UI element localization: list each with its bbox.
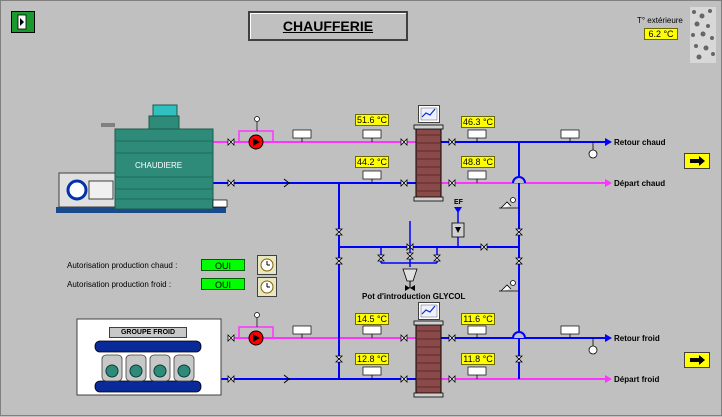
auth-chaud-status: OUI — [201, 259, 245, 271]
temp-cold-secondary-return: 11.6 °C — [461, 313, 495, 325]
stone-texture-icon — [690, 7, 716, 63]
temp-cold-secondary-supply: 11.8 °C — [461, 353, 495, 365]
temp-hot-primary-return: 44.2 °C — [355, 156, 389, 168]
exit-icon — [17, 14, 27, 30]
pump-icon — [248, 134, 264, 150]
cold-exchanger — [413, 320, 444, 398]
temp-hot-primary-out: 51.6 °C — [355, 114, 389, 126]
retour-froid-label: Retour froid — [614, 334, 660, 343]
schedule-froid-button[interactable] — [257, 277, 277, 297]
depart-chaud-label: Départ chaud — [614, 179, 666, 188]
arrow-right-icon — [690, 355, 705, 365]
schedule-chaud-button[interactable] — [257, 255, 277, 275]
exterior-temp-label: T° extérieure — [637, 16, 683, 25]
clock-icon — [260, 280, 274, 294]
exit-button[interactable] — [11, 11, 35, 33]
auth-froid-status: OUI — [201, 278, 245, 290]
groupe-froid-button[interactable]: GROUPE FROID — [109, 327, 187, 338]
ef-label: EF — [454, 199, 463, 206]
hot-exchanger — [413, 124, 444, 202]
retour-chaud-label: Retour chaud — [614, 138, 666, 147]
depart-froid-label: Départ froid — [614, 375, 660, 384]
arrow-right-icon — [690, 156, 705, 166]
auth-froid-label: Autorisation production froid : — [67, 280, 172, 289]
temp-cold-primary-out: 14.5 °C — [355, 313, 389, 325]
hot-exchanger-chart-button[interactable] — [418, 105, 440, 123]
temp-hot-secondary-return: 46.3 °C — [461, 116, 495, 128]
chart-icon — [420, 107, 438, 121]
next-froid-button[interactable] — [684, 352, 710, 368]
cold-exchanger-chart-button[interactable] — [418, 302, 440, 320]
exterior-temp-value: 6.2 °C — [644, 28, 678, 40]
page-title: CHAUFFERIE — [248, 11, 408, 41]
chart-icon — [420, 304, 438, 318]
glycol-pot-label: Pot d'introduction GLYCOL — [362, 292, 466, 301]
temp-cold-primary-return: 12.8 °C — [355, 353, 389, 365]
temp-hot-secondary-supply: 48.8 °C — [461, 156, 495, 168]
clock-icon — [260, 258, 274, 272]
boiler-label: CHAUDIERE — [135, 161, 183, 170]
auth-chaud-label: Autorisation production chaud : — [67, 261, 178, 270]
boiler — [56, 104, 226, 213]
next-chaud-button[interactable] — [684, 153, 710, 169]
